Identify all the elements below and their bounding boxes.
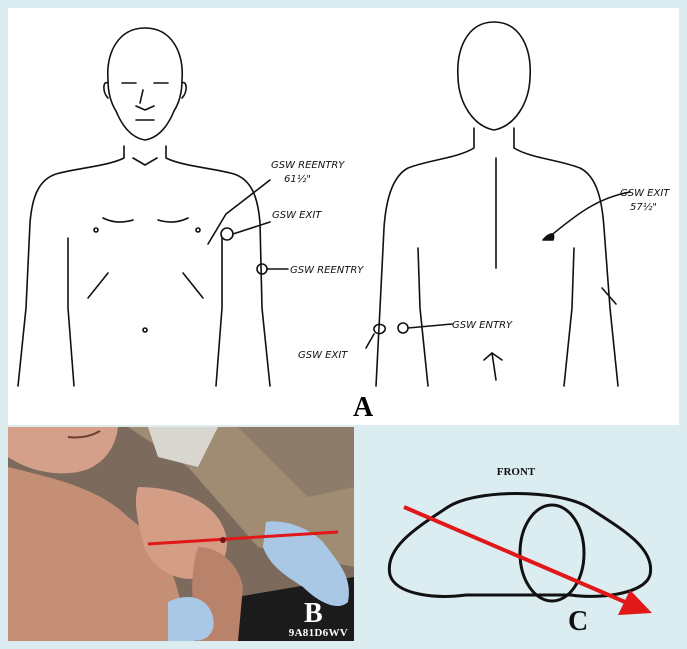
cross-section-diagram: FRONT C: [356, 427, 679, 641]
panel-a-body-diagram: GSW REENTRY 61½" GSW EXIT GSW REENTRY GS…: [8, 8, 679, 425]
back-exit-height: 57½": [630, 201, 657, 213]
panel-b-letter: B: [304, 598, 323, 629]
photo-scene: B: [8, 427, 354, 641]
front-reentry2-label: GSW REENTRY: [290, 265, 364, 276]
trajectory-line: [404, 507, 632, 605]
front-reentry-label: GSW REENTRY: [271, 160, 345, 171]
panel-c-cross-section: FRONT C: [356, 427, 679, 641]
panel-c-letter: C: [568, 606, 588, 637]
panel-a-letter: A: [353, 392, 374, 423]
front-reentry-height: 61½": [284, 173, 311, 185]
back-entry-label: GSW ENTRY: [452, 320, 513, 331]
front-title: FRONT: [497, 466, 536, 478]
panel-b-photo: B 9A81D6WV: [8, 427, 354, 641]
back-exit-label: GSW EXIT: [620, 188, 670, 199]
arm-outline: [520, 505, 584, 601]
front-head: [108, 28, 182, 140]
back-head: [458, 22, 530, 130]
photo-case-id: 9A81D6WV: [289, 627, 348, 639]
body-outline-drawings: GSW REENTRY 61½" GSW EXIT GSW REENTRY GS…: [8, 8, 679, 425]
front-exit-label: GSW EXIT: [272, 210, 322, 221]
back-exit2-label: GSW EXIT: [298, 350, 348, 361]
